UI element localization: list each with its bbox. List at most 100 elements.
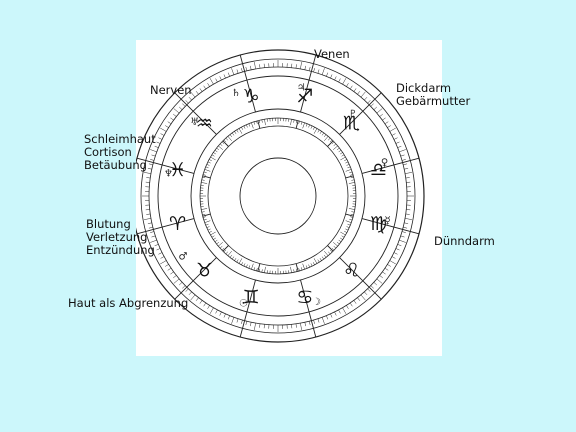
outer-tick (178, 106, 183, 110)
inner-tick (229, 254, 233, 258)
outer-tick (209, 78, 214, 85)
outer-tick (404, 218, 412, 220)
inner-tick (349, 171, 353, 174)
outer-tick (308, 321, 311, 326)
inner-tick (231, 132, 235, 136)
planet-mercury-icon: ☿ (384, 215, 390, 226)
outer-tick (219, 311, 222, 316)
outer-tick (223, 74, 226, 79)
outer-tick (401, 159, 406, 161)
outer-tick (167, 121, 172, 125)
outer-tick (209, 307, 214, 314)
inner-tick (219, 245, 223, 249)
outer-tick (395, 141, 400, 144)
outer-tick (227, 72, 230, 77)
outer-tick (308, 66, 311, 71)
outer-tick (370, 285, 374, 289)
outer-tick (364, 291, 368, 296)
outer-tick (195, 297, 199, 301)
inner-divider (295, 120, 299, 129)
sign-divider (300, 279, 317, 338)
inner-tick (243, 125, 246, 129)
sign-divider (339, 92, 382, 135)
inner-tick (202, 216, 206, 218)
outer-tick (304, 322, 306, 327)
inner-tick (319, 131, 322, 134)
wheel-ring (190, 108, 366, 284)
inner-tick (340, 152, 343, 155)
outer-tick (382, 271, 386, 275)
sign-sagittarius-icon: ♐ (296, 86, 313, 108)
inner-divider (202, 175, 211, 179)
sign-divider (339, 257, 382, 300)
inner-tick (317, 129, 320, 133)
outer-tick (150, 149, 157, 153)
inner-tick (350, 213, 354, 216)
outer-tick (182, 285, 186, 289)
inner-tick (310, 125, 313, 129)
outer-tick (219, 76, 222, 81)
inner-tick (302, 122, 305, 129)
inner-tick (290, 266, 292, 273)
inner-tick (323, 254, 327, 258)
inner-tick (331, 141, 335, 145)
outer-tick (295, 64, 297, 69)
sign-divider (239, 279, 256, 338)
sign-scorpio-icon: ♏ (343, 112, 360, 134)
inner-divider (257, 263, 261, 272)
planet-saturn-icon: ♄ (232, 88, 241, 99)
inner-tick (225, 137, 229, 141)
inner-tick (201, 211, 205, 213)
inner-divider (257, 120, 261, 129)
planet-mars-icon: ♂ (179, 251, 188, 262)
inner-tick (351, 179, 355, 181)
outer-tick (304, 65, 306, 70)
inner-divider (327, 245, 334, 252)
outer-tick (373, 282, 378, 286)
inner-tick (236, 259, 239, 263)
sign-libra-icon: ♎ (370, 159, 387, 181)
outer-tick (404, 172, 412, 174)
outer-tick (185, 100, 189, 104)
outer-tick (334, 76, 337, 81)
outer-tick (182, 103, 186, 107)
inner-tick (319, 258, 322, 261)
inner-tick (201, 179, 205, 181)
outer-tick (236, 69, 239, 74)
inner-tick (231, 256, 235, 260)
inner-tick (305, 123, 308, 127)
inner-tick (336, 241, 340, 245)
outer-tick (338, 78, 341, 83)
outer-tick (245, 321, 248, 326)
inner-tick (213, 237, 216, 240)
inner-tick (234, 131, 237, 134)
outer-tick (156, 248, 161, 251)
inner-tick (248, 123, 251, 127)
outer-tick (148, 163, 153, 166)
inner-tick (350, 174, 354, 176)
outer-tick (401, 231, 406, 233)
outer-tick (349, 302, 353, 307)
inner-tick (241, 127, 244, 130)
outer-tick (321, 317, 325, 324)
inner-tick (346, 164, 350, 166)
outer-tick (150, 231, 155, 233)
outer-tick (389, 127, 396, 132)
planet-sun-icon: ☉ (239, 299, 248, 310)
wheel-ring (140, 58, 416, 334)
outer-tick (188, 291, 192, 296)
outer-tick (367, 288, 371, 292)
inner-tick (238, 128, 243, 134)
inner-tick (336, 147, 340, 151)
outer-tick (330, 313, 333, 318)
outer-tick (259, 64, 261, 69)
inner-tick (348, 182, 355, 184)
outer-tick (342, 78, 347, 85)
inner-tick (206, 226, 210, 228)
inner-tick (293, 119, 295, 123)
outer-tick (158, 252, 163, 255)
outer-tick (342, 307, 347, 314)
inner-tick (213, 152, 216, 155)
outer-tick (300, 62, 302, 70)
outer-tick (403, 163, 408, 166)
